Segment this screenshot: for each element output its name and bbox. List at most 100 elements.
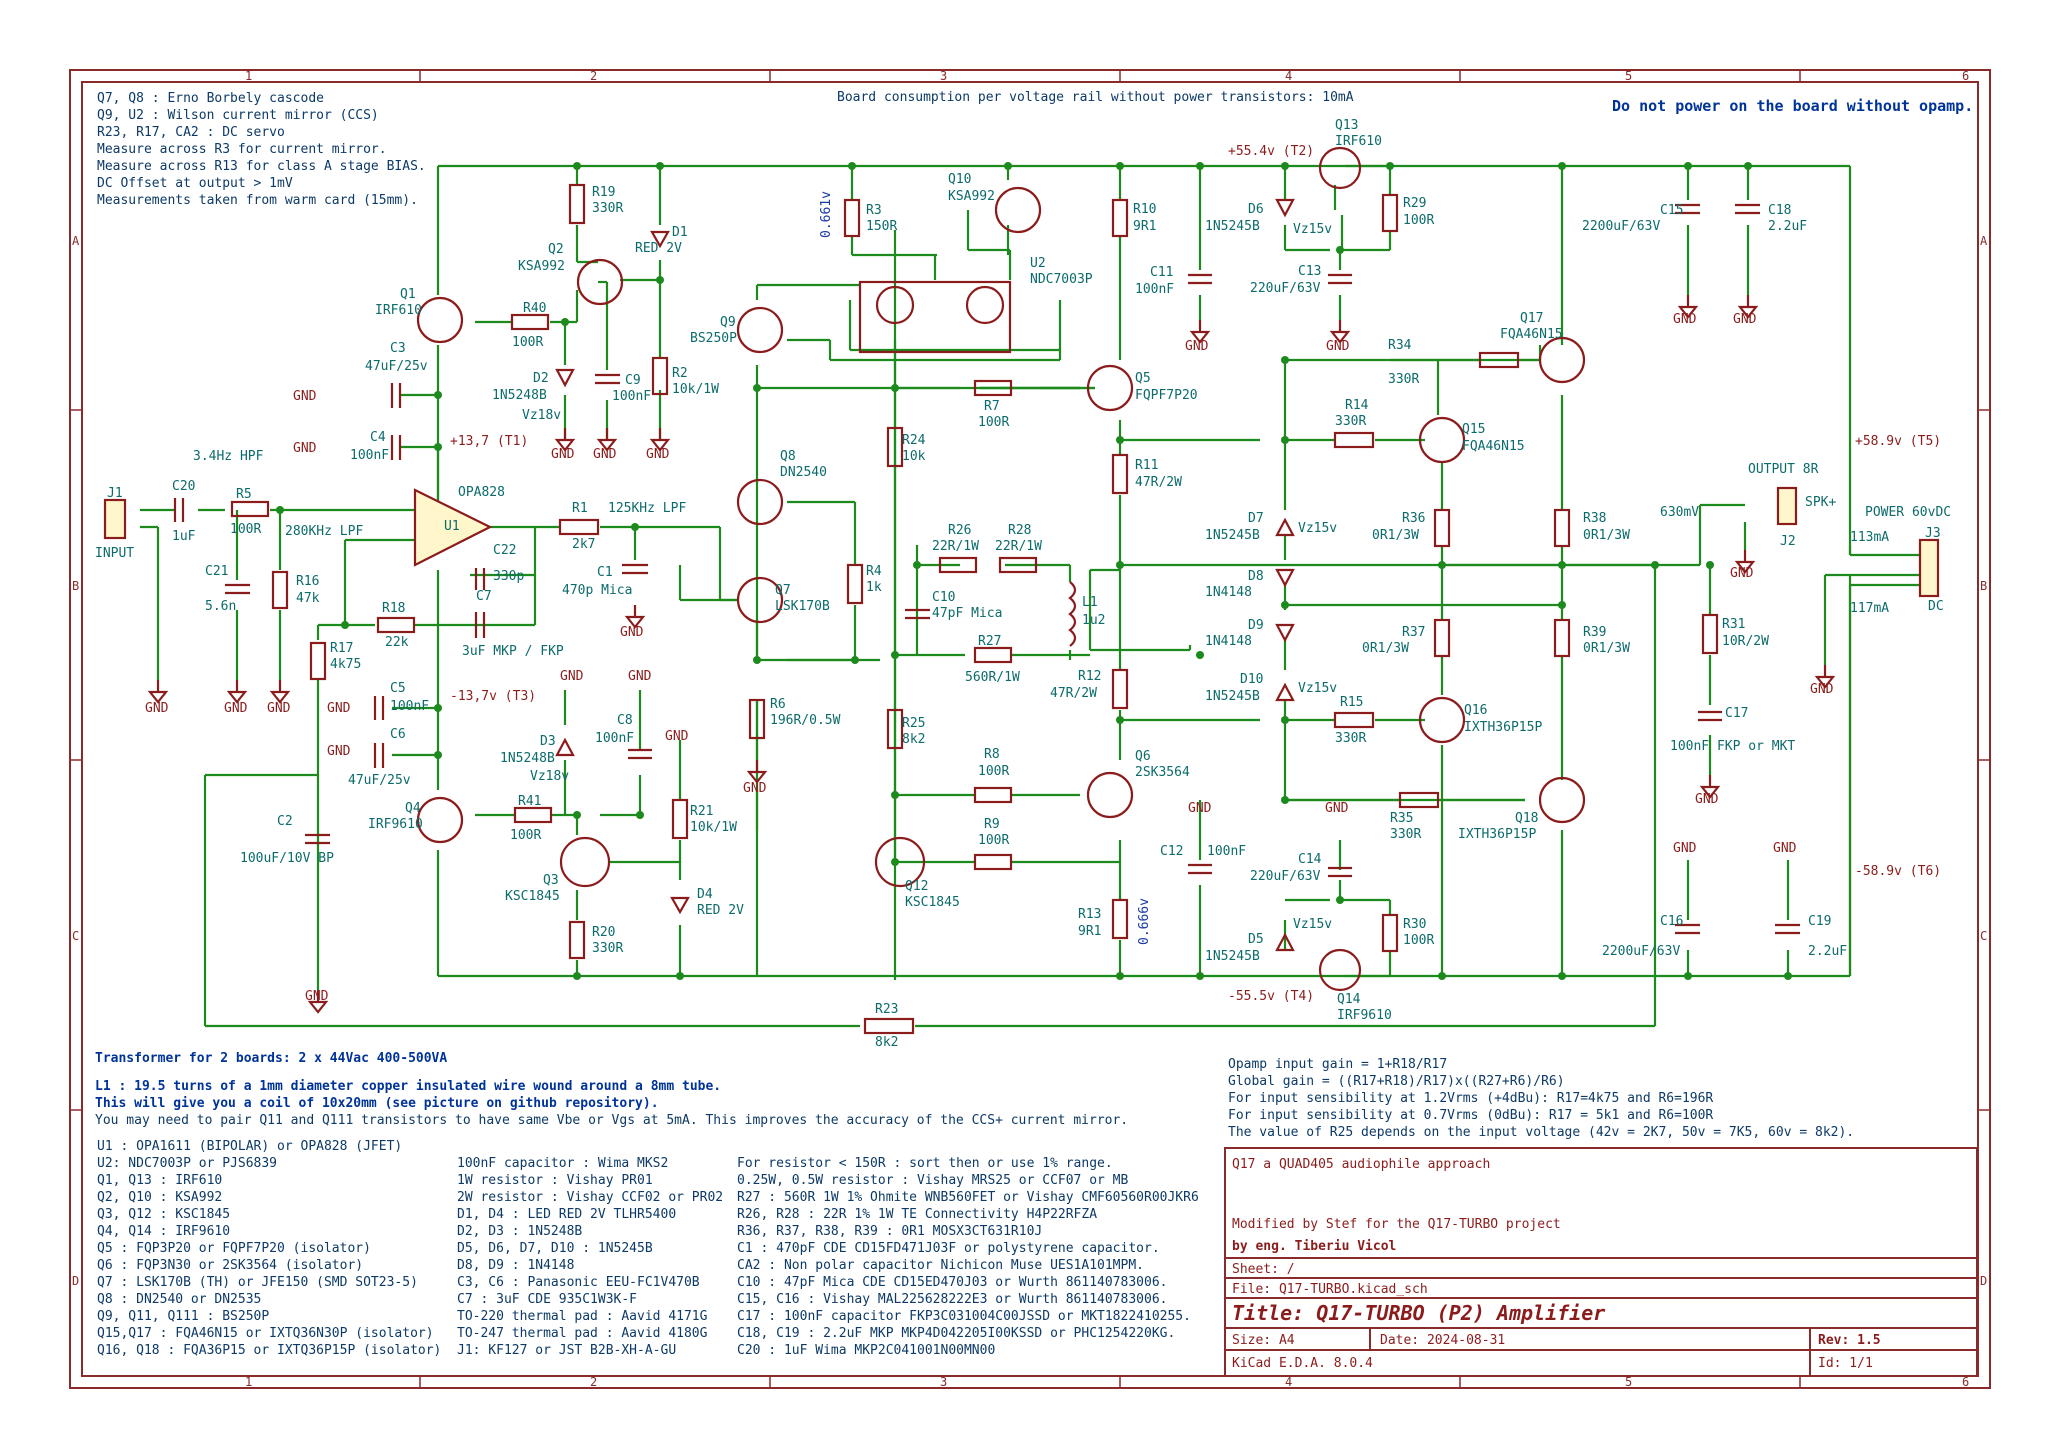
gain-notes: Opamp input gain = 1+R18/R17 Global gain…	[1228, 1057, 1854, 1140]
grid-row-label: A	[1980, 234, 1988, 248]
svg-text:J3: J3	[1925, 526, 1941, 541]
svg-text:+13,7 (T1): +13,7 (T1)	[450, 434, 528, 449]
q17-mosfet	[1538, 336, 1586, 384]
svg-text:R39: R39	[1583, 625, 1606, 640]
title-block-rev: Rev: 1.5	[1818, 1333, 1881, 1348]
svg-text:Measure across R13 for class A: Measure across R13 for class A stage BIA…	[97, 159, 426, 174]
svg-text:Q3, Q12 : KSC1845: Q3, Q12 : KSC1845	[97, 1207, 230, 1222]
svg-text:330R: 330R	[1335, 731, 1366, 746]
c20-capacitor	[173, 498, 185, 522]
r4-resistor	[846, 563, 864, 605]
title-block-modified: Modified by Stef for the Q17-TURBO proje…	[1232, 1217, 1561, 1232]
grid-col-label: 2	[590, 1375, 597, 1389]
svg-text:100uF/10V BP: 100uF/10V BP	[240, 851, 334, 866]
r36-resistor	[1433, 508, 1451, 548]
r1-resistor	[558, 518, 600, 536]
q1-mosfet	[416, 296, 464, 344]
svg-text:C7 : 3uF CDE 935C1W3K-F: C7 : 3uF CDE 935C1W3K-F	[457, 1292, 637, 1307]
svg-text:R13: R13	[1078, 907, 1101, 922]
svg-text:100R: 100R	[512, 335, 543, 350]
svg-text:C20: C20	[172, 479, 195, 494]
svg-text:GND: GND	[1673, 312, 1697, 327]
svg-text:Vz15v: Vz15v	[1298, 521, 1337, 536]
svg-text:Vz15v: Vz15v	[1293, 222, 1332, 237]
svg-text:GND: GND	[293, 389, 317, 404]
r29-resistor	[1381, 193, 1399, 233]
title-block-author: by eng. Tiberiu Vicol	[1232, 1239, 1396, 1254]
svg-text:You may need to pair Q11 and Q: You may need to pair Q11 and Q111 transi…	[95, 1113, 1128, 1128]
c12-capacitor	[1188, 863, 1212, 875]
svg-text:1uF: 1uF	[172, 529, 196, 544]
svg-text:R3: R3	[866, 203, 882, 218]
d6-zener	[1275, 198, 1295, 218]
svg-text:C18: C18	[1768, 203, 1791, 218]
svg-text:Q1, Q13 : IRF610: Q1, Q13 : IRF610	[97, 1173, 222, 1188]
svg-text:22k: 22k	[385, 635, 409, 650]
svg-text:FQA46N15: FQA46N15	[1462, 439, 1525, 454]
svg-text:IXTH36P15P: IXTH36P15P	[1458, 827, 1536, 842]
r30-resistor	[1381, 913, 1399, 953]
svg-text:C8: C8	[617, 713, 633, 728]
svg-text:RED 2V: RED 2V	[697, 903, 744, 918]
r3-resistor	[843, 198, 861, 238]
svg-text:GND: GND	[1188, 801, 1212, 816]
svg-text:196R/0.5W: 196R/0.5W	[770, 713, 841, 728]
r9-resistor	[973, 853, 1013, 871]
c10-capacitor	[905, 608, 930, 620]
r16-resistor	[271, 570, 289, 610]
svg-text:-55.5v (T4): -55.5v (T4)	[1228, 989, 1314, 1004]
svg-text:For resistor < 150R : sort the: For resistor < 150R : sort then or use 1…	[737, 1156, 1113, 1171]
svg-text:1N4148: 1N4148	[1205, 585, 1252, 600]
r40-resistor	[510, 313, 550, 331]
svg-text:D3: D3	[540, 734, 556, 749]
svg-text:KSC1845: KSC1845	[905, 895, 960, 910]
svg-text:GND: GND	[620, 625, 644, 640]
c8-capacitor	[628, 748, 652, 760]
u1-opamp	[413, 488, 493, 567]
svg-text:R10: R10	[1133, 202, 1156, 217]
svg-text:100R: 100R	[1403, 933, 1434, 948]
q12-bjt	[874, 836, 926, 888]
title-block: Q17 a QUAD405 audiophile approach Modifi…	[1224, 1147, 1978, 1377]
svg-text:D8, D9 : 1N4148: D8, D9 : 1N4148	[457, 1258, 574, 1273]
svg-text:KSA992: KSA992	[948, 189, 995, 204]
svg-text:Q6 : FQP3N30 or 2SK3564 (isola: Q6 : FQP3N30 or 2SK3564 (isolator)	[97, 1258, 363, 1273]
svg-text:GND: GND	[224, 701, 248, 716]
svg-text:C13: C13	[1298, 264, 1321, 279]
svg-text:0R1/3W: 0R1/3W	[1583, 528, 1630, 543]
svg-text:1N5245B: 1N5245B	[1205, 949, 1260, 964]
svg-text:117mA: 117mA	[1850, 601, 1889, 616]
q13-mosfet	[1318, 146, 1362, 190]
svg-text:630mV: 630mV	[1660, 505, 1699, 520]
q10-bjt	[994, 186, 1042, 234]
c17-capacitor	[1698, 710, 1722, 722]
svg-text:R24: R24	[902, 433, 926, 448]
svg-text:+55.4v (T2): +55.4v (T2)	[1228, 144, 1314, 159]
svg-text:9R1: 9R1	[1133, 219, 1156, 234]
svg-text:C21: C21	[205, 564, 228, 579]
svg-text:GND: GND	[551, 447, 575, 462]
svg-text:2k7: 2k7	[572, 537, 595, 552]
grid-row-label: C	[72, 929, 79, 943]
svg-text:Vz15v: Vz15v	[1293, 917, 1332, 932]
svg-text:Q5 : FQP3P20 or FQPF7P20 (isol: Q5 : FQP3P20 or FQPF7P20 (isolator)	[97, 1241, 371, 1256]
title-block-desc: Q17 a QUAD405 audiophile approach	[1232, 1157, 1490, 1172]
r39-resistor	[1553, 618, 1571, 658]
grid-col-label: 4	[1285, 1375, 1292, 1389]
svg-text:GND: GND	[665, 729, 689, 744]
svg-text:100nF: 100nF	[1207, 844, 1246, 859]
svg-text:10k/1W: 10k/1W	[672, 382, 719, 397]
svg-text:C7: C7	[476, 589, 492, 604]
svg-text:1N5245B: 1N5245B	[1205, 219, 1260, 234]
svg-text:150R: 150R	[866, 219, 897, 234]
q7-jfet	[736, 576, 784, 624]
svg-text:C3, C6 : Panasonic EEU-FC1V470: C3, C6 : Panasonic EEU-FC1V470B	[457, 1275, 700, 1290]
svg-text:100R: 100R	[230, 522, 261, 537]
svg-text:R1: R1	[572, 501, 588, 516]
svg-text:C9: C9	[625, 373, 641, 388]
q6-mosfet	[1086, 771, 1134, 819]
r8-resistor	[973, 786, 1013, 804]
svg-text:1k: 1k	[866, 580, 882, 595]
svg-text:R25: R25	[902, 716, 925, 731]
svg-text:R40: R40	[523, 301, 546, 316]
